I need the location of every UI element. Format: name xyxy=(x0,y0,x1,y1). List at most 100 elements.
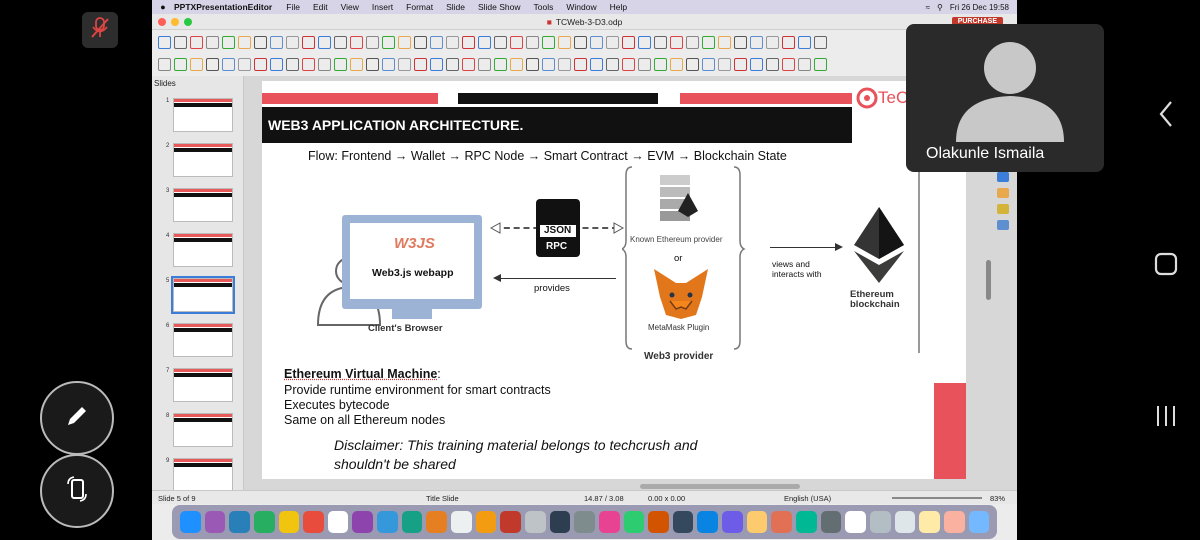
drawing-tool-icon[interactable] xyxy=(606,57,619,71)
standard-tool-icon[interactable] xyxy=(670,35,683,49)
dock-app-icon[interactable] xyxy=(820,511,842,533)
edit-button[interactable] xyxy=(40,381,114,455)
drawing-tool-icon[interactable] xyxy=(318,57,331,71)
dock-app-icon[interactable] xyxy=(278,511,300,533)
standard-tool-icon[interactable] xyxy=(814,35,827,49)
standard-tool-icon[interactable] xyxy=(494,35,507,49)
menu-slide[interactable]: Slide xyxy=(446,2,465,12)
drawing-tool-icon[interactable] xyxy=(814,57,827,71)
standard-tool-icon[interactable] xyxy=(382,35,395,49)
drawing-tool-icon[interactable] xyxy=(702,57,715,71)
drawing-tool-icon[interactable] xyxy=(750,57,763,71)
drawing-tool-icon[interactable] xyxy=(302,57,315,71)
drawing-tool-icon[interactable] xyxy=(206,57,219,71)
drawing-tool-icon[interactable] xyxy=(350,57,363,71)
gallery-icon[interactable] xyxy=(997,204,1009,214)
dock-app-icon[interactable] xyxy=(500,511,521,533)
standard-tool-icon[interactable] xyxy=(414,35,427,49)
standard-tool-icon[interactable] xyxy=(254,35,267,49)
dock-app-icon[interactable] xyxy=(845,511,866,533)
standard-tool-icon[interactable] xyxy=(798,35,811,49)
drawing-tool-icon[interactable] xyxy=(798,57,811,71)
drawing-tool-icon[interactable] xyxy=(398,57,411,71)
dock-app-icon[interactable] xyxy=(968,511,990,533)
properties-icon[interactable] xyxy=(997,172,1009,182)
dock-app-icon[interactable] xyxy=(869,511,891,533)
drawing-tool-icon[interactable] xyxy=(238,57,251,71)
dock-app-icon[interactable] xyxy=(253,511,275,533)
vertical-scrollbar[interactable] xyxy=(986,260,991,300)
zoom-slider[interactable] xyxy=(892,497,982,499)
dock-app-icon[interactable] xyxy=(697,511,719,533)
standard-tool-icon[interactable] xyxy=(350,35,363,49)
standard-tool-icon[interactable] xyxy=(222,35,235,49)
drawing-tool-icon[interactable] xyxy=(446,57,459,71)
standard-tool-icon[interactable] xyxy=(286,35,299,49)
standard-tool-icon[interactable] xyxy=(334,35,347,49)
slide-thumbnail[interactable] xyxy=(173,98,233,132)
slide-thumbnail[interactable] xyxy=(173,143,233,177)
menu-file[interactable]: File xyxy=(286,2,300,12)
dock-app-icon[interactable] xyxy=(919,511,940,533)
dock-app-icon[interactable] xyxy=(426,511,448,533)
standard-tool-icon[interactable] xyxy=(174,35,187,49)
dock-app-icon[interactable] xyxy=(229,511,250,533)
drawing-tool-icon[interactable] xyxy=(542,57,555,71)
drawing-tool-icon[interactable] xyxy=(638,57,651,71)
standard-tool-icon[interactable] xyxy=(510,35,523,49)
standard-tool-icon[interactable] xyxy=(718,35,731,49)
menu-edit[interactable]: Edit xyxy=(312,2,328,12)
dock-app-icon[interactable] xyxy=(574,511,595,533)
drawing-tool-icon[interactable] xyxy=(510,57,523,71)
standard-tool-icon[interactable] xyxy=(398,35,411,49)
drawing-tool-icon[interactable] xyxy=(718,57,731,71)
drawing-tool-icon[interactable] xyxy=(782,57,795,71)
drawing-tool-icon[interactable] xyxy=(686,57,699,71)
slide-thumbnail[interactable] xyxy=(173,413,233,447)
standard-tool-icon[interactable] xyxy=(606,35,619,49)
dock-app-icon[interactable] xyxy=(401,511,423,533)
participant-video-tile[interactable]: Olakunle Ismaila xyxy=(906,24,1104,172)
dock-app-icon[interactable] xyxy=(722,511,743,533)
recent-apps-button[interactable] xyxy=(1146,398,1186,438)
standard-tool-icon[interactable] xyxy=(542,35,555,49)
standard-tool-icon[interactable] xyxy=(366,35,379,49)
zoom-window-icon[interactable] xyxy=(184,18,192,26)
standard-tool-icon[interactable] xyxy=(782,35,795,49)
standard-tool-icon[interactable] xyxy=(702,35,715,49)
slide-thumbnail[interactable] xyxy=(173,323,233,357)
dock-app-icon[interactable] xyxy=(204,511,226,533)
drawing-tool-icon[interactable] xyxy=(430,57,443,71)
dock-app-icon[interactable] xyxy=(524,511,546,533)
dock-app-icon[interactable] xyxy=(451,511,472,533)
standard-tool-icon[interactable] xyxy=(318,35,331,49)
dock-app-icon[interactable] xyxy=(672,511,694,533)
standard-tool-icon[interactable] xyxy=(686,35,699,49)
drawing-tool-icon[interactable] xyxy=(174,57,187,71)
drawing-tool-icon[interactable] xyxy=(286,57,299,71)
dock-app-icon[interactable] xyxy=(796,511,817,533)
language[interactable]: English (USA) xyxy=(784,494,832,503)
drawing-tool-icon[interactable] xyxy=(478,57,491,71)
drawing-tool-icon[interactable] xyxy=(190,57,203,71)
dock-app-icon[interactable] xyxy=(771,511,793,533)
standard-tool-icon[interactable] xyxy=(574,35,587,49)
menu-format[interactable]: Format xyxy=(406,2,434,12)
standard-tool-icon[interactable] xyxy=(558,35,571,49)
dock-app-icon[interactable] xyxy=(894,511,916,533)
menu-view[interactable]: View xyxy=(340,2,359,12)
minimize-window-icon[interactable] xyxy=(171,18,179,26)
mute-mic-button[interactable] xyxy=(82,12,118,48)
styles-icon[interactable] xyxy=(997,188,1009,198)
drawing-tool-icon[interactable] xyxy=(462,57,475,71)
slide-thumbnail[interactable] xyxy=(171,276,235,314)
horizontal-scrollbar[interactable] xyxy=(640,484,800,489)
standard-tool-icon[interactable] xyxy=(302,35,315,49)
standard-tool-icon[interactable] xyxy=(446,35,459,49)
navigator-icon[interactable] xyxy=(997,220,1009,230)
dock-app-icon[interactable] xyxy=(327,511,349,533)
slide-thumbnail[interactable] xyxy=(173,233,233,267)
standard-tool-icon[interactable] xyxy=(206,35,219,49)
drawing-tool-icon[interactable] xyxy=(526,57,539,71)
menu-tools[interactable]: Tools xyxy=(533,2,554,12)
